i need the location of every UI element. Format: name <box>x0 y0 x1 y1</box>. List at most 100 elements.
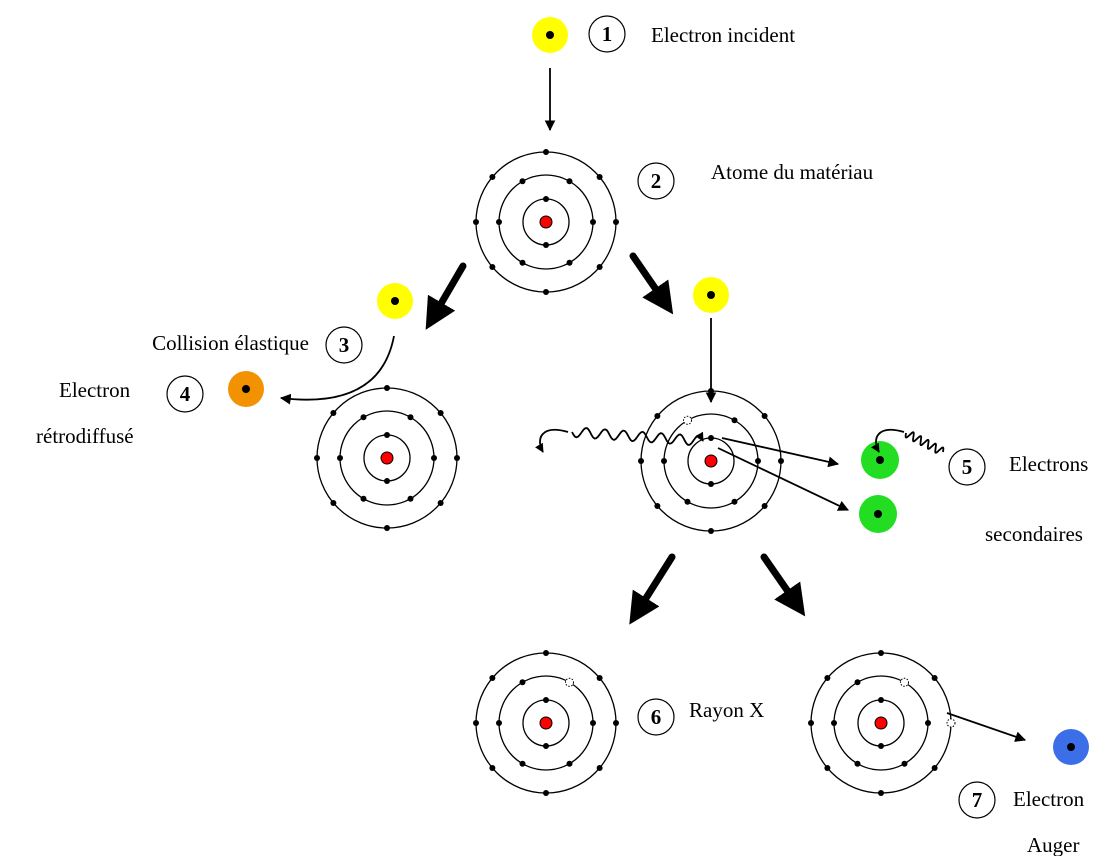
orbital-electron <box>543 242 549 248</box>
orbital-electron <box>708 388 714 394</box>
auger-emission-atom <box>808 650 956 796</box>
step-5-label-line1: Electrons <box>1009 452 1088 476</box>
orbital-electron <box>496 219 502 225</box>
ionized-atom <box>638 388 784 534</box>
orbital-electron <box>437 500 444 507</box>
orbital-electron <box>519 679 526 686</box>
branch-arrow-auger <box>760 553 806 617</box>
orbital-electron <box>543 743 549 749</box>
material-atom <box>473 149 619 295</box>
step-7-marker: 7 <box>958 781 996 819</box>
auger-transition-arrow <box>871 429 905 453</box>
nucleus <box>539 716 553 730</box>
orbital-electron <box>731 417 738 424</box>
orbital-electron <box>755 458 761 464</box>
step-2-label: Atome du matériau <box>711 160 874 184</box>
orbital-electron <box>931 765 938 772</box>
orbital-electron <box>566 259 573 266</box>
orbital-electron <box>519 259 526 266</box>
orbital-electron <box>360 495 367 502</box>
orbital-electron <box>761 503 768 510</box>
nucleus <box>704 454 718 468</box>
step-4-number: 4 <box>180 382 191 406</box>
branch-arrow-inelastic <box>629 252 674 315</box>
step-6-label: Rayon X <box>689 698 764 722</box>
orbital-electron <box>654 412 661 419</box>
backscatter-arrow <box>279 335 395 405</box>
orbital-electron <box>489 264 496 271</box>
secondary-electron-2 <box>859 495 897 533</box>
orbital-electron <box>360 414 367 421</box>
orbital-electron <box>824 765 831 772</box>
orbital-electron <box>454 455 460 461</box>
step-4-label-line2: rétrodiffusé <box>36 424 134 448</box>
step-6-marker: 6 <box>637 698 675 736</box>
orbital-electron <box>731 498 738 505</box>
nucleus <box>874 716 888 730</box>
orbital-electron <box>854 760 861 767</box>
orbital-electron <box>878 697 884 703</box>
orbital-electron <box>596 173 603 180</box>
orbital-electron <box>708 481 714 487</box>
orbital-electron <box>496 720 502 726</box>
orbital-electron <box>761 412 768 419</box>
auger-electron <box>1053 729 1089 765</box>
step-5-label-line2: secondaires <box>985 522 1083 546</box>
orbital-electron <box>543 149 549 155</box>
step-1-label: Electron incident <box>651 23 795 47</box>
orbital-electron <box>708 435 714 441</box>
orbital-electron <box>489 173 496 180</box>
orbital-electron <box>596 674 603 681</box>
orbital-electron <box>661 458 667 464</box>
backscattered-electron <box>228 371 264 407</box>
step-1-marker: 1 <box>588 15 626 53</box>
orbital-electron <box>384 478 390 484</box>
orbital-electron <box>590 720 596 726</box>
orbital-electron <box>337 455 343 461</box>
orbital-electron <box>590 219 596 225</box>
orbital-electron <box>407 495 414 502</box>
step-7-label-line1: Electron <box>1013 787 1085 811</box>
step-7-label-line2: Auger <box>1027 833 1079 856</box>
step-2-marker: 2 <box>637 162 675 200</box>
step-2-number: 2 <box>651 169 662 193</box>
nucleus <box>380 451 394 465</box>
orbital-electron <box>384 385 390 391</box>
orbital-electron <box>489 674 496 681</box>
step-1-number: 1 <box>602 22 613 46</box>
orbital-electron <box>437 409 444 416</box>
elastic-electron <box>377 283 413 319</box>
orbital-electron <box>654 503 661 510</box>
electron-vacancy <box>683 415 692 425</box>
orbital-electron <box>613 720 619 726</box>
xray-transition-arrow <box>535 429 569 453</box>
orbital-electron <box>638 458 644 464</box>
secondary-arrow-2 <box>717 447 849 511</box>
orbital-electron <box>831 720 837 726</box>
orbital-electron <box>566 760 573 767</box>
orbital-electron <box>931 674 938 681</box>
orbital-electron <box>473 219 479 225</box>
step-6-number: 6 <box>651 705 662 729</box>
orbital-electron <box>708 528 714 534</box>
orbital-electron <box>778 458 784 464</box>
orbital-electron <box>824 674 831 681</box>
orbital-electron <box>543 289 549 295</box>
orbital-electron <box>543 790 549 796</box>
electron-vacancy <box>900 677 909 687</box>
orbital-electron <box>878 743 884 749</box>
step-5-number: 5 <box>962 455 973 479</box>
orbital-electron <box>613 219 619 225</box>
orbital-electron <box>543 196 549 202</box>
orbital-electron <box>384 525 390 531</box>
branch-arrow-xray <box>629 553 676 625</box>
auger-emission-arrow <box>946 712 1027 742</box>
orbital-electron <box>596 765 603 772</box>
orbital-electron <box>431 455 437 461</box>
orbital-electron <box>407 414 414 421</box>
orbital-electron <box>901 760 908 767</box>
orbital-electron <box>566 178 573 185</box>
orbital-electron <box>854 679 861 686</box>
inelastic-electron <box>693 277 729 313</box>
